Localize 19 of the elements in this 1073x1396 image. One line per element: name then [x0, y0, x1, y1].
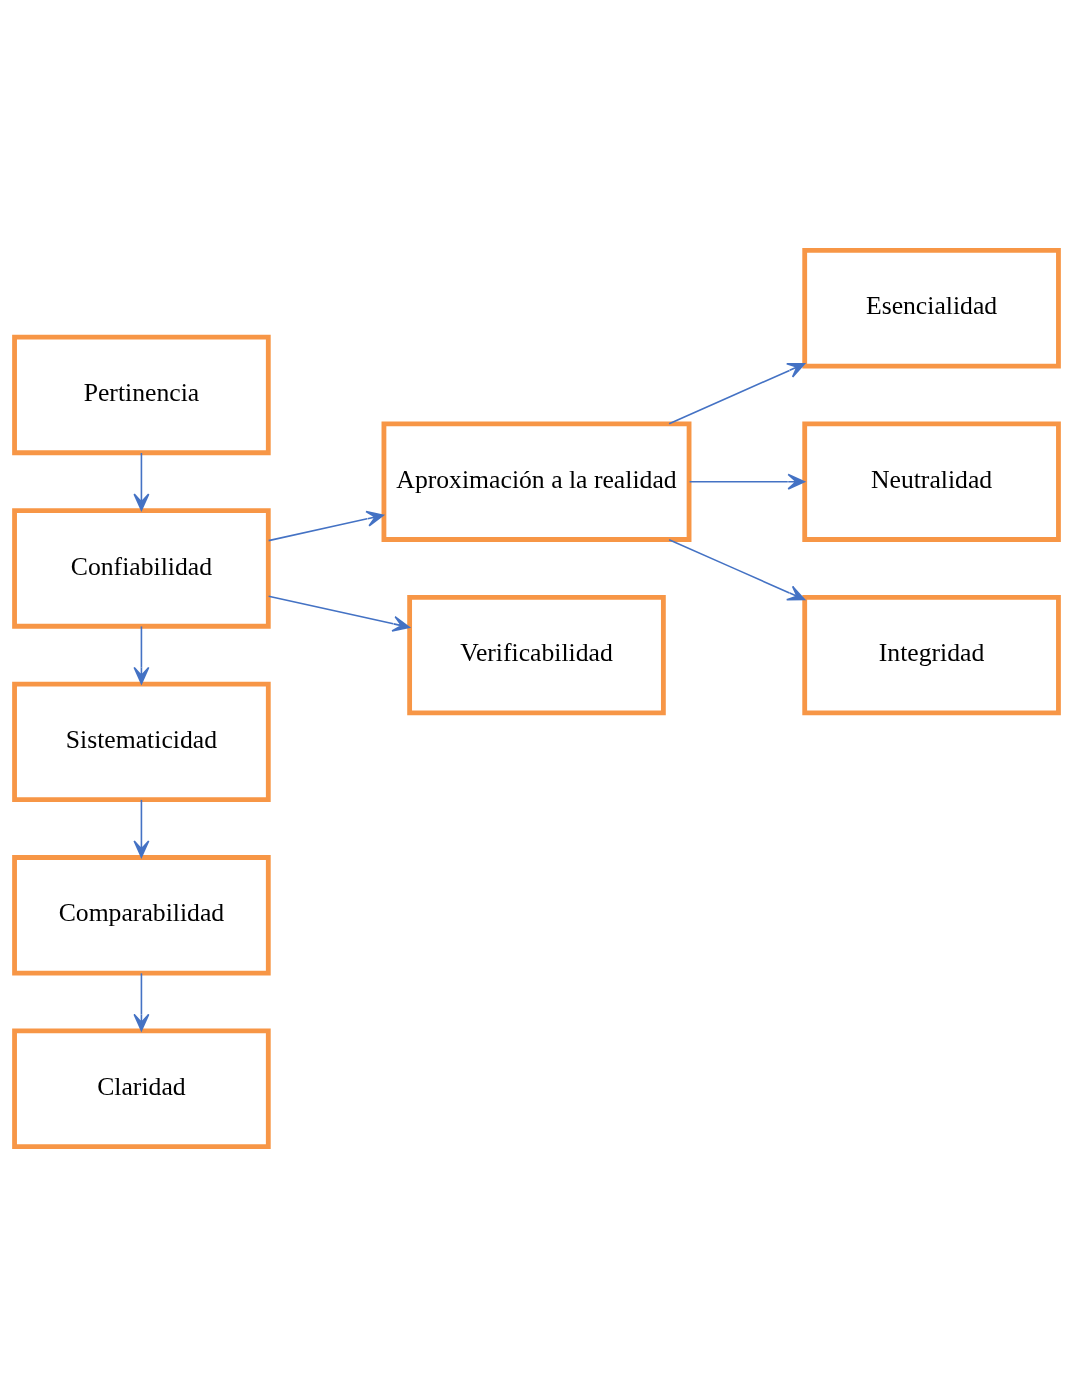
node-box: Pertinencia	[12, 334, 271, 455]
node-box: Comparabilidad	[12, 854, 271, 976]
arrow	[133, 798, 150, 858]
arrow	[267, 510, 385, 541]
node-box: Claridad	[12, 1028, 271, 1149]
node-box: Integridad	[802, 594, 1061, 715]
arrow	[267, 594, 411, 632]
arrow	[668, 362, 806, 424]
arrow	[688, 473, 806, 490]
arrow	[133, 451, 150, 511]
node-box: Esencialidad	[802, 247, 1061, 368]
node-box: Confiabilidad	[12, 507, 271, 629]
arrow	[133, 972, 150, 1031]
node-box: Aproximación a la realidad	[381, 420, 692, 542]
arrow	[133, 625, 150, 684]
node-box: Neutralidad	[802, 420, 1061, 542]
node-box: Verificabilidad	[407, 594, 666, 715]
arrow	[668, 538, 806, 600]
node-box: Sistematicidad	[12, 681, 271, 802]
